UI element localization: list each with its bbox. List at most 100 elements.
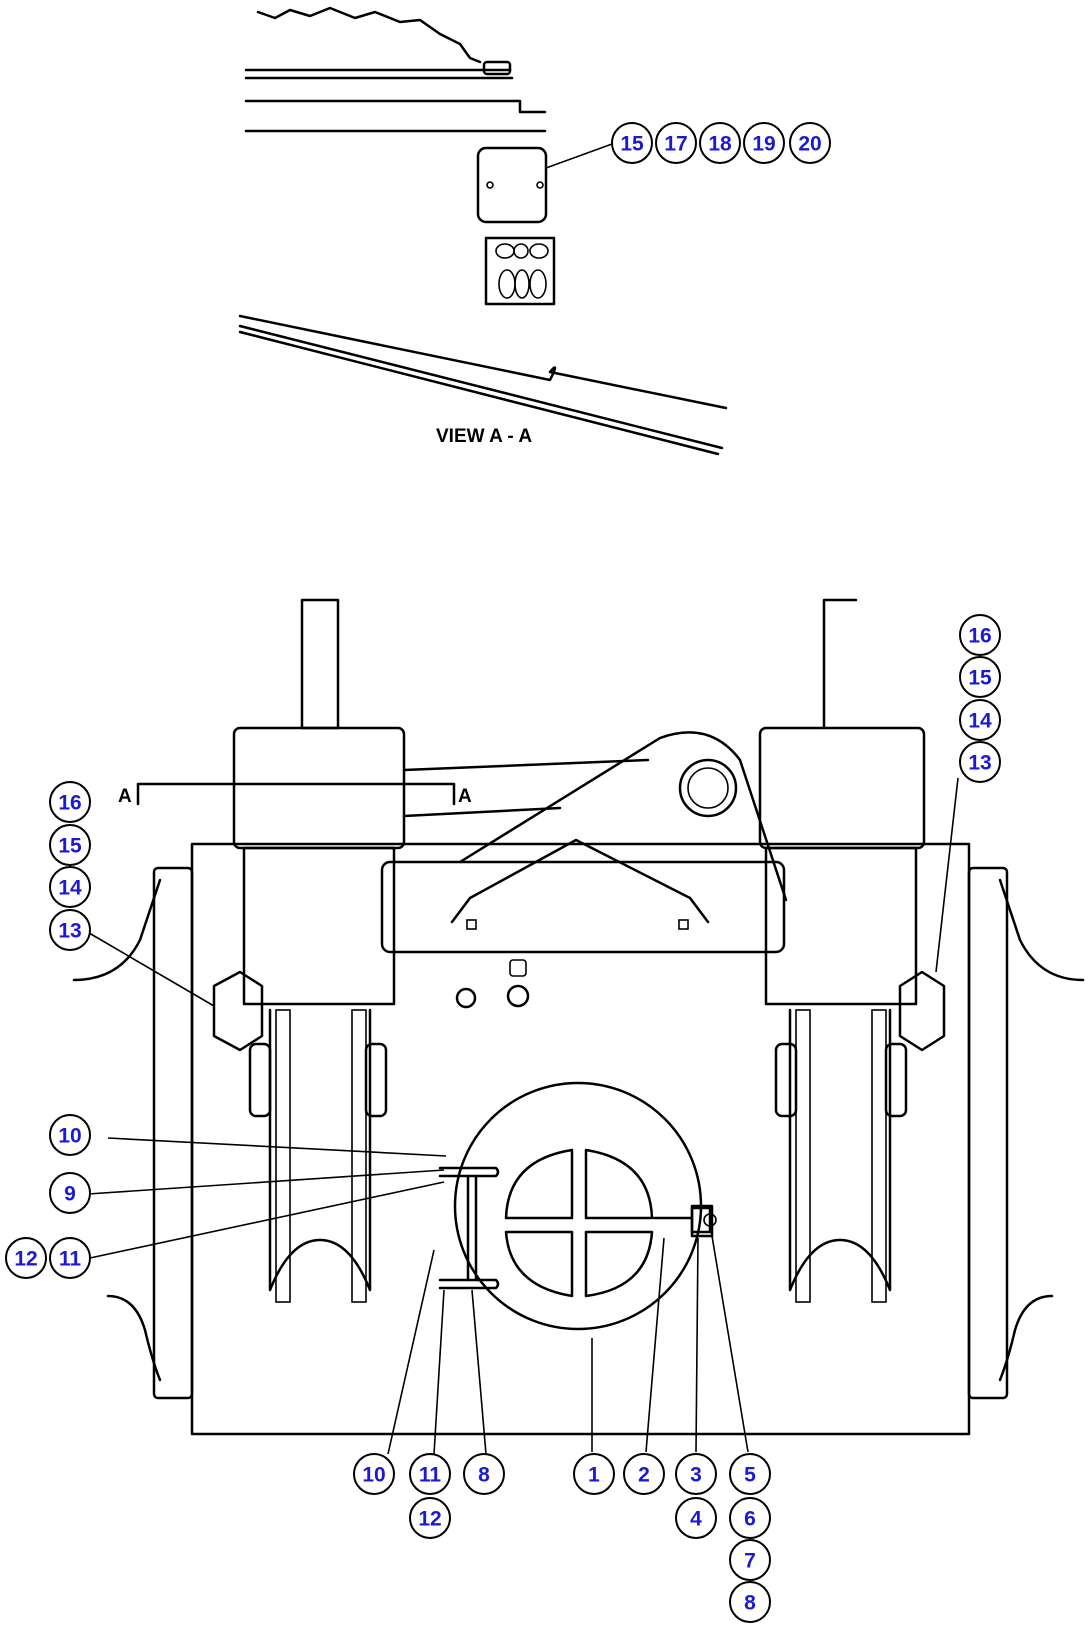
callout-number: 13 [968,752,991,775]
callout-5: 5 [729,1453,771,1495]
frame-edge-lower2 [238,330,720,456]
callout-bubble [959,614,1001,656]
frame-edge-upper [238,314,728,410]
callout-bubble [409,1453,451,1495]
callout-bubble [463,1453,505,1495]
callout-14: 14 [959,699,1001,741]
right-fork [788,1008,892,1292]
cover-plate-bolt [536,181,544,189]
view-a-a-detail: VIEW A - A [238,6,728,456]
cover-plate-bolt [486,181,494,189]
callout-number: 13 [58,920,81,943]
callout-11: 11 [409,1453,451,1495]
callout-number: 10 [362,1464,385,1487]
callout-10: 10 [49,1114,91,1156]
grease-fitting-cap [509,959,527,977]
callout-bubble [573,1453,615,1495]
callout-number: 6 [744,1508,756,1531]
callout-7: 7 [729,1539,771,1581]
callout-bubble [353,1453,395,1495]
callout-number: 19 [752,133,775,156]
break-line-top [256,6,482,64]
plate-step [244,99,547,114]
bolt-head [482,60,512,76]
callout-number: 2 [638,1464,650,1487]
callout-number: 12 [418,1508,441,1531]
label-symbol [529,269,547,299]
callout-bubble [409,1497,451,1539]
callout-bubble [743,122,785,164]
bracket-rail [438,1166,500,1178]
callout-15: 15 [959,656,1001,698]
section-marker-left: A [118,786,132,807]
callout-15: 15 [49,824,91,866]
callout-16: 16 [49,781,91,823]
callout-bubble [729,1453,771,1495]
callout-number: 14 [968,710,992,733]
pivot-pin-inner [687,767,729,809]
bell-crank [458,731,788,902]
right-pad [774,1042,798,1118]
callout-bubble [49,824,91,866]
callout-number: 16 [58,792,81,815]
callout-bubble [49,1114,91,1156]
callout-12: 12 [409,1497,451,1539]
callout-number: 14 [58,877,82,900]
callout-bubble [49,909,91,951]
pivot-pin [678,758,738,818]
callout-bubble [959,656,1001,698]
right-tire-upper [998,878,1085,982]
callout-number: 16 [968,625,991,648]
callout-bubble [611,122,653,164]
main-view: A A [72,598,1085,1455]
callout-number: 1 [588,1464,600,1487]
callout-number: 9 [64,1183,76,1206]
callout-number: 5 [744,1464,756,1487]
callout-6: 6 [729,1497,771,1539]
label-symbol [498,269,516,299]
callout-number: 8 [744,1592,756,1615]
link-line [402,758,650,772]
left-cylinder-cap [232,726,406,850]
callout-8: 8 [463,1453,505,1495]
support-bracket [450,838,710,924]
callout-12: 12 [5,1237,47,1279]
disc-window [584,1148,654,1220]
callout-bubble [729,1581,771,1623]
fitting-nut [690,1204,714,1238]
callout-11: 11 [49,1237,91,1279]
main-frame [190,842,971,1436]
callout-bubble [959,741,1001,783]
fitting-nut-detail [703,1213,717,1227]
section-line [136,782,456,806]
callout-bubble [699,122,741,164]
left-pad [364,1042,388,1118]
left-cylinder-body [242,846,396,1006]
callout-number: 20 [798,133,821,156]
callout-1: 1 [573,1453,615,1495]
callout-number: 18 [708,133,732,156]
callout-number: 7 [744,1550,756,1573]
callout-bubble [49,781,91,823]
callout-19: 19 [743,122,785,164]
central-disc [453,1081,703,1331]
callout-13: 13 [49,909,91,951]
callout-number: 8 [478,1464,490,1487]
link-line [402,806,562,818]
right-cylinder-cap [758,726,926,850]
left-strut [275,1009,291,1303]
callout-16: 16 [959,614,1001,656]
callout-bubble [49,1237,91,1279]
callout-bubble [49,866,91,908]
right-strut [795,1009,811,1303]
callout-18: 18 [699,122,741,164]
callout-bubble [789,122,831,164]
callout-2: 2 [623,1453,665,1495]
right-strut [871,1009,887,1303]
left-hub [152,866,194,1400]
disc-window [584,1230,654,1298]
bracket-rail [438,1278,500,1290]
left-strut [351,1009,367,1303]
